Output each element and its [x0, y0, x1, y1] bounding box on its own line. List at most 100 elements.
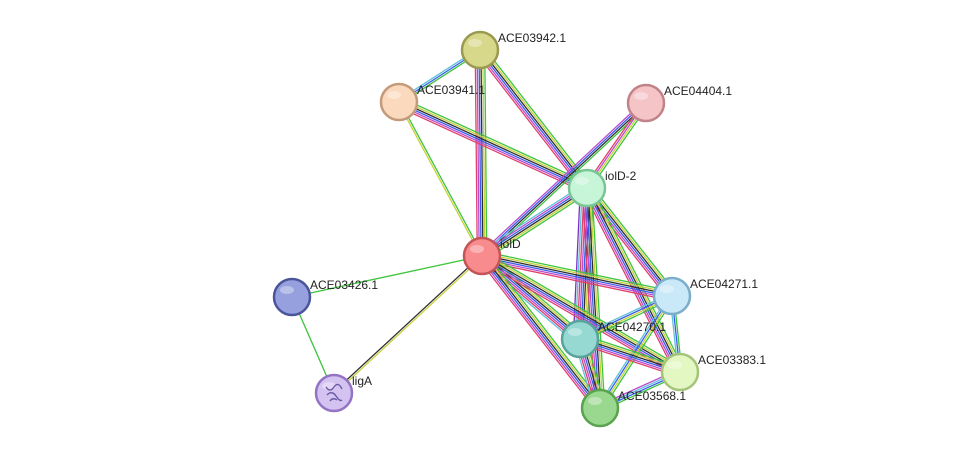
- edge-line: [480, 49, 589, 188]
- edge-line: [481, 258, 672, 300]
- edge-line: [334, 256, 484, 395]
- edge-ACE04404.1-iolD: [479, 100, 649, 259]
- edge-line: [589, 187, 604, 408]
- node-label: ACE03383.1: [698, 353, 766, 367]
- node-highlight: [387, 91, 401, 99]
- edge-line: [477, 258, 597, 412]
- edge-line: [483, 104, 649, 259]
- edge-iolD-2-iolD: [479, 183, 590, 261]
- edge-line: [481, 186, 587, 256]
- node-ACE04270.1[interactable]: ACE04270.1: [560, 319, 666, 359]
- edge-iolD-ligA: [332, 254, 484, 395]
- edge-line: [479, 257, 599, 411]
- node-ACE04404.1[interactable]: ACE04404.1: [626, 83, 732, 123]
- node-highlight: [468, 39, 482, 47]
- node-ACE04271.1[interactable]: ACE04271.1: [652, 276, 758, 316]
- edge-line: [481, 256, 680, 374]
- protein-structure-icon: [325, 383, 343, 402]
- edge-iolD-ACE03426.1: [291, 255, 483, 298]
- node-circle[interactable]: [460, 30, 500, 70]
- edge-line: [587, 187, 674, 296]
- edge-line: [399, 98, 589, 186]
- node-highlight: [668, 361, 682, 369]
- edge-line: [482, 255, 602, 408]
- edge-iolD-ACE04271.1: [480, 250, 674, 302]
- edge-line: [478, 50, 482, 257]
- edge-line: [480, 101, 646, 256]
- edge-line: [587, 187, 602, 408]
- node-label: ACE03941.1: [417, 83, 485, 97]
- node-highlight: [280, 286, 294, 294]
- edge-line: [481, 47, 590, 187]
- edge-iolD-2-ACE04271.1: [582, 184, 677, 300]
- node-label: ACE04270.1: [598, 320, 666, 334]
- node-label: ACE04404.1: [664, 84, 732, 98]
- node-label: ACE03426.1: [310, 278, 378, 292]
- node-label: ACE04271.1: [690, 277, 758, 291]
- edge-line: [590, 184, 677, 294]
- edge-line: [482, 250, 674, 292]
- edge-line: [483, 46, 592, 186]
- edge-line: [590, 185, 685, 371]
- edge-line: [588, 186, 684, 372]
- node-circle[interactable]: [379, 82, 419, 122]
- edge-line: [483, 252, 682, 371]
- node-circle[interactable]: [560, 319, 600, 359]
- node-highlight: [634, 92, 648, 100]
- node-iolD[interactable]: iolD: [462, 236, 521, 276]
- edge-line: [474, 50, 478, 257]
- node-circle[interactable]: [567, 168, 607, 208]
- edge-line: [582, 190, 669, 300]
- node-ACE03942.1[interactable]: ACE03942.1: [460, 30, 566, 70]
- edge-line: [482, 252, 673, 294]
- edge-line: [399, 101, 484, 256]
- edge-line: [482, 254, 673, 296]
- node-highlight: [568, 328, 582, 336]
- edge-line: [482, 254, 582, 339]
- edge-line: [578, 187, 587, 339]
- edge-line: [476, 50, 480, 257]
- node-circle[interactable]: [462, 236, 502, 276]
- edge-line: [482, 188, 588, 258]
- edge-line: [478, 50, 587, 189]
- edge-line: [484, 191, 590, 261]
- node-ACE03568.1[interactable]: ACE03568.1: [580, 388, 686, 428]
- node-iolD-2[interactable]: iolD-2: [567, 168, 637, 208]
- edge-line: [482, 254, 681, 372]
- node-circle[interactable]: [660, 352, 700, 392]
- node-circle[interactable]: [580, 388, 620, 428]
- edge-line: [479, 100, 645, 255]
- edge-line: [483, 189, 589, 259]
- edge-line: [399, 100, 588, 188]
- node-circle[interactable]: [626, 83, 666, 123]
- edge-ACE03942.1-iolD-2: [475, 46, 592, 192]
- edge-line: [479, 183, 585, 253]
- edge-line: [480, 185, 586, 255]
- edge-line: [485, 251, 585, 336]
- edge-line: [291, 255, 483, 298]
- edge-line: [598, 295, 672, 408]
- node-ACE03383.1[interactable]: ACE03383.1: [660, 352, 766, 392]
- node-label: iolD-2: [605, 169, 637, 183]
- node-label: ligA: [352, 374, 372, 388]
- edge-line: [583, 188, 679, 374]
- node-ACE03941.1[interactable]: ACE03941.1: [379, 82, 485, 122]
- edge-line: [400, 97, 590, 185]
- node-circle[interactable]: [272, 277, 312, 317]
- edge-line: [397, 102, 482, 257]
- edge-line: [484, 252, 583, 337]
- node-highlight: [660, 285, 674, 293]
- node-circle[interactable]: [652, 276, 692, 316]
- edge-line: [585, 188, 600, 409]
- edge-line: [480, 49, 484, 256]
- edge-line: [591, 187, 606, 408]
- node-ACE03426.1[interactable]: ACE03426.1: [272, 277, 378, 317]
- edge-ACE03942.1-iolD: [474, 49, 488, 257]
- edge-layer: [291, 46, 685, 412]
- node-ligA[interactable]: ligA: [314, 373, 372, 413]
- edge-line: [597, 294, 671, 407]
- edge-line: [482, 103, 648, 258]
